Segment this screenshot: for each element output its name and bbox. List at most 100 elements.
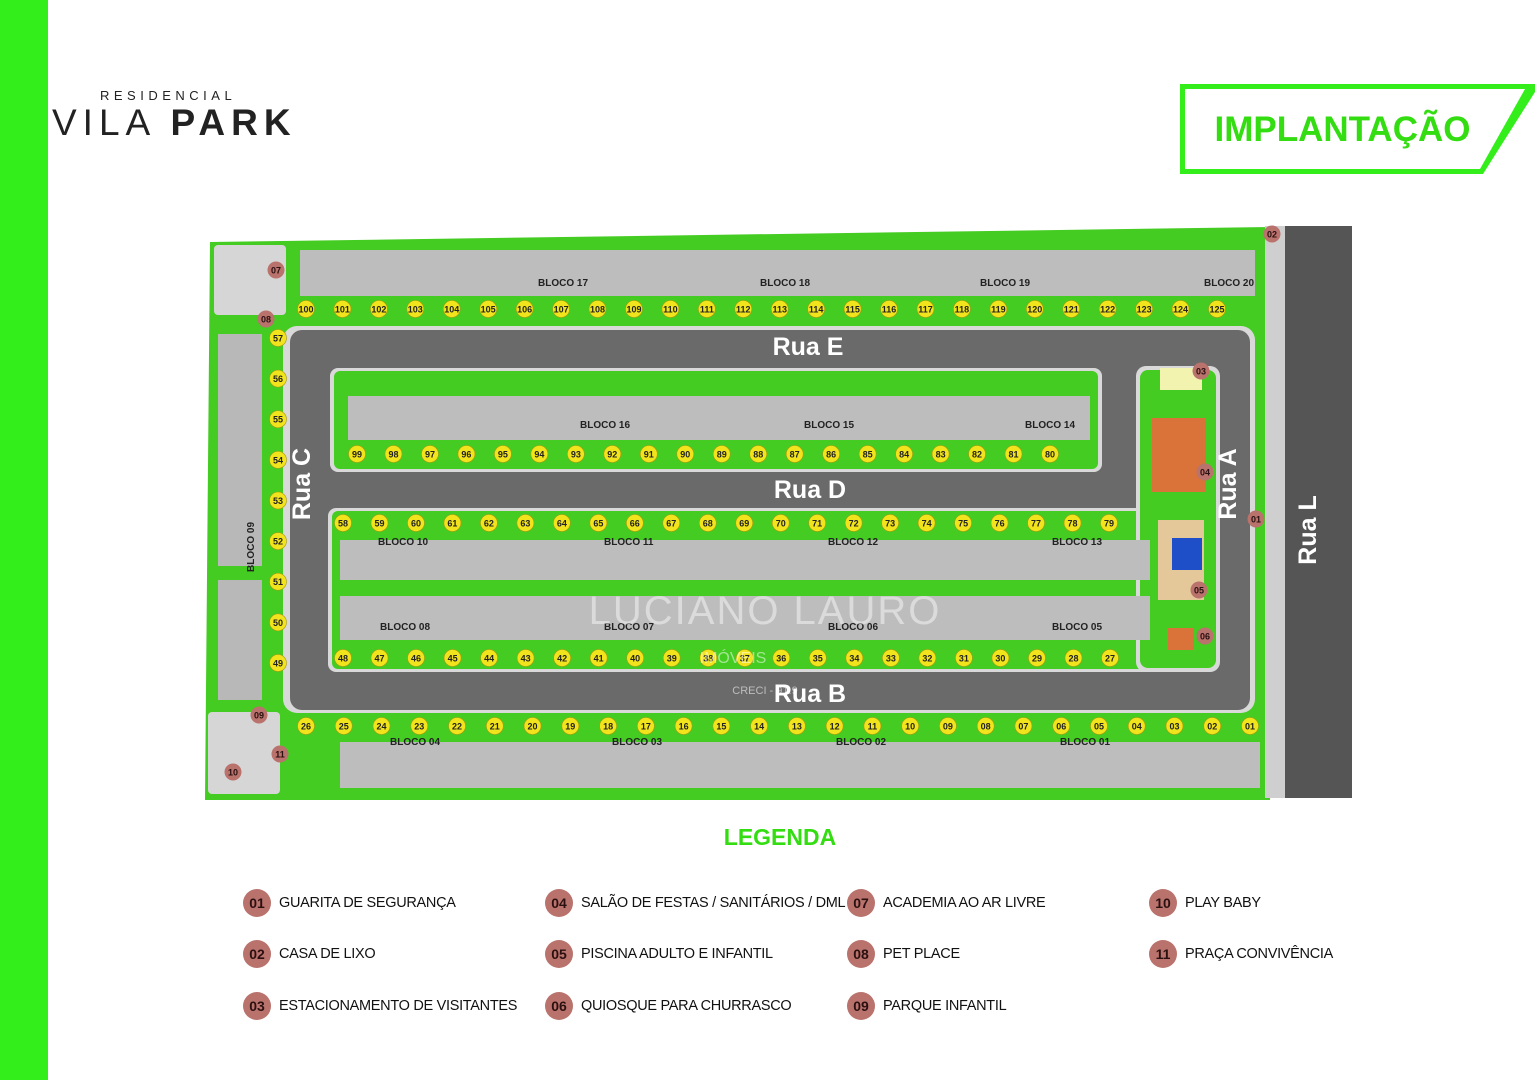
- parking-spot-marker: [1062, 300, 1081, 318]
- parking-spot-number: 81: [1009, 449, 1019, 459]
- parking-spot-marker: [297, 300, 315, 318]
- parking-spot-marker: [599, 717, 617, 735]
- amenity-marker: [1196, 627, 1214, 645]
- parking-spot-number: 27: [1105, 653, 1115, 663]
- parking-spot-number: 45: [448, 653, 458, 663]
- parking-spot-number: 114: [809, 304, 824, 314]
- parking-spot-number: 77: [1031, 518, 1041, 528]
- parking-spot-marker: [1100, 514, 1118, 532]
- parking-spot-marker: [734, 300, 753, 318]
- parking-spot-marker: [334, 514, 352, 532]
- block-label: BLOCO 20: [1204, 278, 1254, 289]
- parking-spot-marker: [626, 649, 644, 667]
- parking-spot-number: 01: [1245, 721, 1255, 731]
- parking-spot-marker: [989, 300, 1008, 318]
- street-label: Rua D: [774, 476, 846, 504]
- parking-spot-number: 06: [1056, 721, 1066, 731]
- parking-spot-number: 37: [740, 653, 750, 663]
- parking-spot-number: 89: [717, 449, 727, 459]
- parking-spot-number: 55: [273, 415, 283, 425]
- parking-spot-number: 95: [498, 449, 508, 459]
- parking-spot-marker: [494, 445, 512, 463]
- block-label: BLOCO 02: [836, 737, 886, 748]
- parking-spot-marker: [589, 649, 608, 667]
- parking-spot-number: 39: [667, 653, 677, 663]
- parking-spot-marker: [735, 649, 754, 667]
- parking-spot-number: 65: [593, 518, 603, 528]
- parking-spot-marker: [858, 445, 877, 463]
- parking-spot-number: 91: [644, 449, 654, 459]
- parking-spot-number: 33: [886, 653, 896, 663]
- parking-spot-number: 92: [607, 449, 617, 459]
- parking-spot-marker: [939, 717, 957, 735]
- parking-spot-number: 31: [959, 653, 969, 663]
- parking-spot-number: 72: [849, 518, 859, 528]
- block-label: BLOCO 05: [1052, 622, 1102, 633]
- legend-item-label: ACADEMIA AO AR LIVRE: [883, 895, 1046, 911]
- parking-spot-marker: [1127, 717, 1146, 735]
- parking-spot-marker: [516, 649, 535, 667]
- parking-spot-marker: [515, 300, 534, 318]
- parking-spot-number: 25: [339, 721, 349, 731]
- parking-spot-number: 36: [776, 653, 786, 663]
- parking-spot-number: 03: [1169, 721, 1179, 731]
- parking-spot-marker: [749, 445, 768, 463]
- parking-spot-number: 63: [520, 518, 530, 528]
- parking-spot-number: 44: [484, 653, 494, 663]
- legend-item-number: 03: [243, 992, 271, 1020]
- parking-spot-marker: [1026, 300, 1044, 318]
- parking-spot-marker: [269, 532, 287, 550]
- parking-spot-marker: [269, 572, 287, 591]
- amenity-marker-number: 06: [1200, 631, 1210, 641]
- parking-spot-marker: [825, 717, 844, 735]
- parking-spot-marker: [1064, 649, 1083, 667]
- parking-spot-marker: [269, 329, 287, 347]
- street-label: Rua L: [1294, 495, 1322, 564]
- implantacao-badge: [1180, 84, 1535, 174]
- parking-spot-marker: [269, 491, 287, 510]
- parking-spot-number: 71: [812, 518, 822, 528]
- parking-spot-number: 112: [736, 304, 751, 314]
- legend-item-label: CASA DE LIXO: [279, 946, 376, 962]
- parking-spot-number: 22: [452, 721, 462, 731]
- parking-spot-number: 26: [301, 721, 311, 731]
- pool-water: [1172, 538, 1202, 570]
- parking-spot-marker: [699, 649, 718, 667]
- legend-item-number: 06: [545, 992, 573, 1020]
- parking-spot-marker: [269, 369, 287, 388]
- amenity-marker: [1190, 581, 1208, 599]
- legend-item-number: 10: [1149, 889, 1177, 917]
- parking-spot-number: 59: [374, 518, 384, 528]
- parking-spot-marker: [1098, 300, 1117, 318]
- amenity-marker-number: 04: [1200, 467, 1210, 477]
- parking-spot-number: 73: [885, 518, 895, 528]
- street-label: Rua C: [288, 448, 316, 520]
- parking-spot-number: 30: [995, 653, 1005, 663]
- brand-title-bold: PARK: [170, 102, 297, 143]
- street-label: Rua E: [773, 333, 844, 361]
- parking-spot-number: 16: [679, 721, 689, 731]
- legend-item: 02 CASA DE LIXO: [243, 940, 376, 968]
- legend-item-number: 02: [243, 940, 271, 968]
- parking-spot-marker: [372, 717, 391, 735]
- parking-spot-marker: [771, 514, 790, 532]
- parking-spot-number: 24: [377, 721, 387, 731]
- parking-spot-marker: [410, 717, 429, 735]
- amenity-marker-number: 07: [271, 265, 281, 275]
- parking-spot-number: 13: [792, 721, 802, 731]
- parking-spot-number: 29: [1032, 653, 1042, 663]
- sidewalk: [1265, 226, 1285, 798]
- parking-spot-marker: [370, 649, 389, 667]
- parking-spot-marker: [990, 514, 1009, 532]
- amenity-marker-number: 05: [1194, 585, 1204, 595]
- parking-spot-number: 52: [273, 537, 283, 547]
- parking-spot-marker: [674, 717, 693, 735]
- parking-spot-marker: [712, 717, 731, 735]
- parking-spot-marker: [931, 445, 950, 463]
- legend-item-number: 08: [847, 940, 875, 968]
